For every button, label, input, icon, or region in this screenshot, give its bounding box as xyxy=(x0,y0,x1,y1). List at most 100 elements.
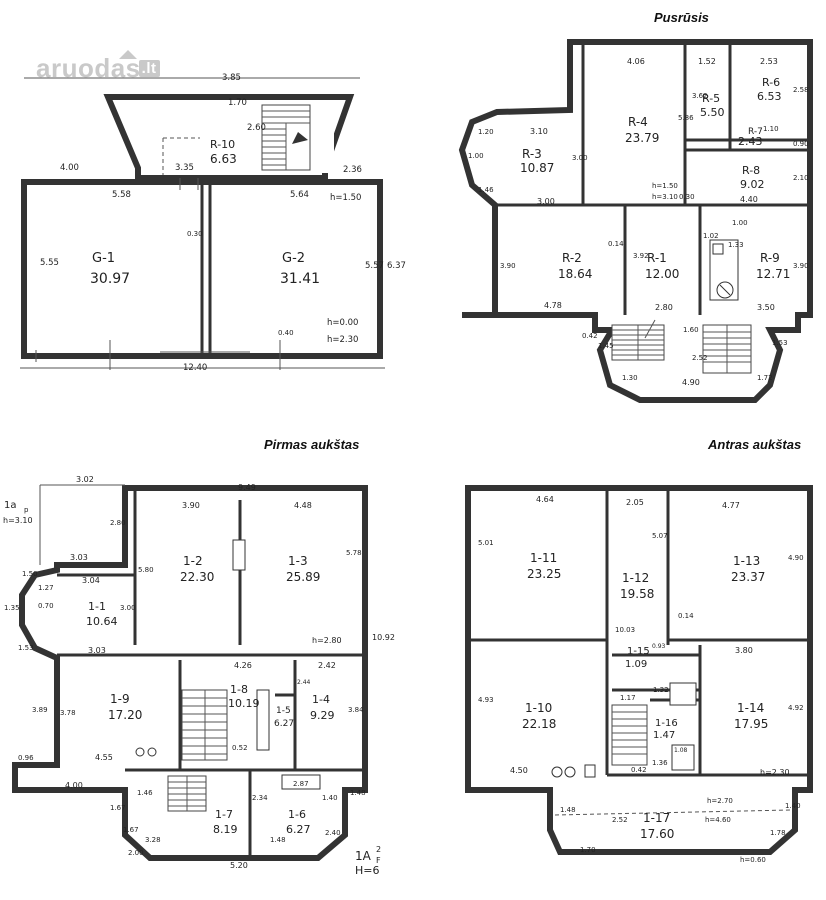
room-label: 1-15 xyxy=(627,646,650,657)
room-label: 6.27 xyxy=(286,823,311,836)
dimension-label: 1.45 xyxy=(598,342,614,350)
dimension-label: 1.50 xyxy=(22,570,38,578)
room-label: 1-14 xyxy=(737,701,764,715)
basement-dimensions: 4.06 1.52 2.53 3.10 1.20 1.00 1.46 3.00 … xyxy=(468,57,809,387)
dimension-label: h=1.50 xyxy=(652,182,678,190)
second-floor-outer-wall xyxy=(465,485,813,855)
room-label: R-4 xyxy=(628,115,648,129)
dimension-label: 3.00 xyxy=(537,197,555,206)
dimension-label: 5.07 xyxy=(652,532,668,540)
dimension-label: 1.30 xyxy=(622,374,638,382)
room-label: 1-13 xyxy=(733,554,760,568)
room-area: 31.41 xyxy=(280,271,320,287)
room-label: 12.71 xyxy=(756,267,790,281)
room-label: 10.87 xyxy=(520,161,554,175)
dimension-label: 1a xyxy=(4,500,17,511)
room-label: 23.37 xyxy=(731,570,765,584)
first-floor-dimensions: 3.02 9.49 1a p h=3.10 3.90 4.48 2.80 3.0… xyxy=(3,475,395,877)
dimension-label: 4.78 xyxy=(544,301,562,310)
dimension-label: 4.26 xyxy=(234,661,252,670)
room-id: G-1 xyxy=(92,251,115,266)
room-label: 1-2 xyxy=(183,554,203,568)
dimension-label: 0.42 xyxy=(631,766,647,774)
garage-dimensions: 3.85 1.70 2.60 4.00 3.35 2.36 5.58 5.64 … xyxy=(40,73,406,373)
dimension-label: 0.14 xyxy=(678,612,694,620)
dimension-label: 1.00 xyxy=(732,219,748,227)
dimension-label: 4.55 xyxy=(95,753,113,762)
dimension-label: 5.78 xyxy=(346,549,362,557)
room-label: 1.09 xyxy=(625,659,647,670)
dimension-label: h=3.10 xyxy=(3,516,33,525)
dimension-label: 5.57 xyxy=(365,261,384,271)
dimension-label: 4.90 xyxy=(682,378,700,387)
first-floor-outer-wall xyxy=(12,485,368,861)
room-label: 1-9 xyxy=(110,692,130,706)
dimension-label: 3.90 xyxy=(793,262,809,270)
dimension-label: 5.58 xyxy=(112,190,131,200)
dimension-label: 3.92 xyxy=(633,252,649,260)
dimension-label: 1.20 xyxy=(478,128,494,136)
dimension-label: 1.46 xyxy=(137,789,153,797)
house-icon xyxy=(118,50,137,59)
dimension-label: 1.67 xyxy=(123,826,139,834)
dimension-label: 3.03 xyxy=(88,646,106,655)
dimension-label: 1.08 xyxy=(674,747,688,754)
dimension-label: 0.30 xyxy=(679,193,695,201)
dimension-label: 1.27 xyxy=(38,584,54,592)
room-label: 17.60 xyxy=(640,827,674,841)
room-area: 30.97 xyxy=(90,271,130,287)
room-label: 2.43 xyxy=(738,135,763,148)
dimension-label: h=2.30 xyxy=(327,335,358,345)
garage-partition xyxy=(200,180,212,358)
dimension-label: 2.58 xyxy=(793,86,809,94)
room-label: 1-17 xyxy=(643,811,670,825)
dimension-label: 1.40 xyxy=(785,802,801,810)
dimension-label: 1.17 xyxy=(620,694,636,702)
dimension-label: 1.70 xyxy=(228,98,247,108)
dimension-label: 3.90 xyxy=(500,262,516,270)
dimension-label: 0.30 xyxy=(187,230,203,238)
dimension-label: 2.10 xyxy=(793,174,809,182)
room-label: 1-8 xyxy=(230,683,248,696)
dimension-label: 1.78 xyxy=(770,829,786,837)
dimension-label: 3.90 xyxy=(182,501,200,510)
dimension-label: 1.53 xyxy=(18,644,34,652)
logo-tld: .lt xyxy=(138,60,160,77)
room-label: R-1 xyxy=(647,251,667,265)
first-floor-balcony-line xyxy=(39,484,125,565)
dimension-label: 3.89 xyxy=(32,706,48,714)
dimension-label: 2.36 xyxy=(343,165,362,175)
dimension-label: 4.50 xyxy=(510,766,528,775)
dimension-label: 0.42 xyxy=(582,332,598,340)
dimension-label: 4.48 xyxy=(294,501,312,510)
dimension-label: 5.55 xyxy=(40,258,59,268)
room-label: 1-10 xyxy=(525,701,552,715)
dimension-label: 2.53 xyxy=(760,57,778,66)
dimension-label: 2.87 xyxy=(293,780,309,788)
dimension-label: 0.90 xyxy=(793,140,809,148)
dimension-label: 1.32 xyxy=(653,686,669,694)
dimension-label: 0.52 xyxy=(232,744,248,752)
dimension-label: 2.34 xyxy=(252,794,268,802)
dimension-label: 1A xyxy=(355,849,372,863)
room-label: 18.64 xyxy=(558,267,592,281)
dimension-label: 0.96 xyxy=(18,754,34,762)
room-label: 1-16 xyxy=(655,718,678,729)
dimension-label: 1.67 xyxy=(110,804,126,812)
room-label: R-9 xyxy=(760,251,780,265)
room-label: R-8 xyxy=(742,164,760,177)
room-label: 1.47 xyxy=(653,730,675,741)
basement-outer-wall xyxy=(458,39,813,403)
room-label: 1-1 xyxy=(88,600,106,613)
dimension-label: h=4.60 xyxy=(705,816,731,824)
dimension-label: 3.28 xyxy=(145,836,161,844)
dimension-label: 0.40 xyxy=(278,329,294,337)
room-label: 5.50 xyxy=(700,106,725,119)
dimension-label: 3.50 xyxy=(757,303,775,312)
dimension-label: H=6 xyxy=(355,864,380,877)
dimension-label: 10.03 xyxy=(615,626,635,634)
dimension-label: 3.35 xyxy=(175,163,194,173)
garage-stair-dash xyxy=(162,137,200,175)
dimension-label: h=0.60 xyxy=(740,856,766,864)
dimension-label: 1.46 xyxy=(478,186,494,194)
